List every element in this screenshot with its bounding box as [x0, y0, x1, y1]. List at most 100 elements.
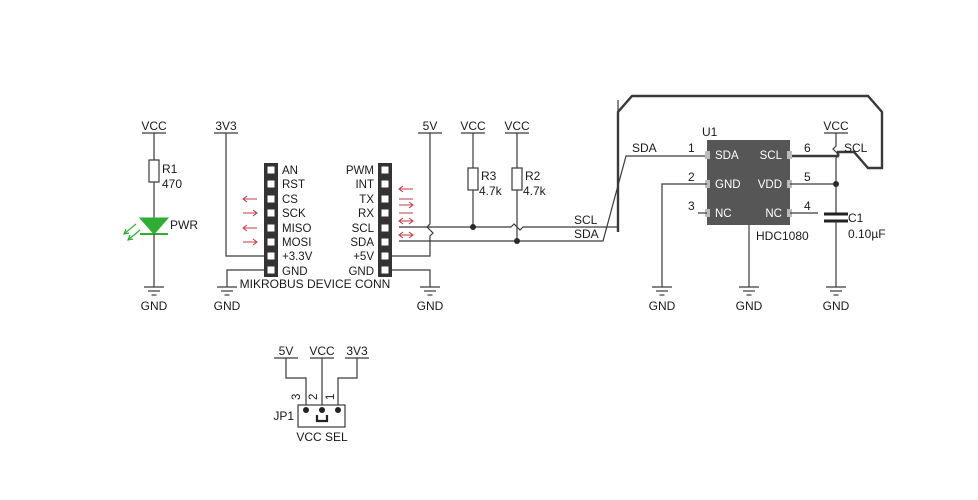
chip-pin-pad [705, 209, 710, 217]
gnd-label-pad: GND [736, 299, 763, 313]
led-label: PWR [170, 218, 198, 232]
direction-arrows-icon [242, 185, 414, 246]
chip-pin-nc-left: NC [715, 208, 732, 220]
header-pin-pad [267, 266, 275, 274]
pwr-led [123, 217, 170, 241]
jumper-jp1: 5V VCC 3V3 3 2 1 JP1 VCC SEL [273, 344, 369, 444]
3v3-label-jp: 3V3 [346, 344, 368, 358]
sda-net-label: SDA [574, 227, 599, 241]
led-power-section: VCC R1 470 PWR GND [123, 119, 198, 313]
r2-value: 4.7k [523, 184, 547, 198]
gnd-label-chip: GND [649, 299, 676, 313]
header-pin-pad [381, 180, 389, 188]
ground-icon [216, 286, 238, 296]
pin-gnd-right: GND [348, 266, 374, 278]
sda-chip-net-label: SDA [632, 141, 657, 155]
junction-dot [470, 224, 476, 230]
r3-ref: R3 [481, 169, 497, 183]
jumper-pad [319, 407, 325, 413]
sda-wire [399, 155, 707, 242]
chip-pin-nc-right: NC [765, 208, 782, 220]
chip-pin-pad [787, 209, 792, 217]
chip-pin-vdd: VDD [758, 179, 782, 191]
header-pin-pad [267, 180, 275, 188]
jp-pin-1: 1 [325, 394, 337, 400]
chip-pin-num-2: 2 [688, 170, 695, 184]
ground-icon [738, 286, 760, 296]
vcc-label-r2: VCC [504, 119, 530, 133]
jumper-bridge [315, 415, 329, 423]
pin-sda: SDA [350, 237, 374, 249]
gnd-label-bus-left: GND [214, 299, 241, 313]
header-pin-pad [381, 195, 389, 203]
pin-rst: RST [282, 179, 305, 191]
header-pin-pad [381, 266, 389, 274]
5v-label-bus: 5V [423, 119, 438, 133]
header-pin-pad [381, 209, 389, 217]
left-header-strip [264, 163, 278, 277]
pin-tx: TX [359, 194, 374, 206]
jp-title: VCC SEL [296, 430, 348, 444]
resistor-r1 [148, 159, 160, 183]
junction-dot [514, 238, 520, 244]
gnd-wire-right [392, 269, 431, 287]
chip-pin-pad [787, 151, 792, 159]
header-pin-pad [381, 224, 389, 232]
header-pin-pad [267, 209, 275, 217]
vcc-wire-chip [832, 133, 840, 214]
r1-value: 470 [162, 177, 182, 191]
jumper-pad [303, 407, 309, 413]
left-header-pads [267, 166, 275, 274]
vcc-label-r3: VCC [460, 119, 486, 133]
3v3-wire [225, 133, 264, 257]
pin-an: AN [282, 165, 298, 177]
resistor-r2 [511, 167, 523, 191]
wire [661, 183, 707, 287]
vdd-decoupling: VCC C1 0.10µF GND [790, 119, 886, 313]
header-pin-pad [267, 166, 275, 174]
c1-value: 0.10µF [848, 227, 886, 241]
vcc-label-led: VCC [141, 119, 167, 133]
ground-icon [825, 286, 847, 296]
r2-ref: R2 [525, 169, 541, 183]
led-triangle [138, 217, 170, 235]
led-rays-icon [123, 223, 141, 241]
chip-pin-num-3: 3 [688, 199, 695, 213]
wire [285, 358, 307, 405]
gnd-label-bus-right: GND [417, 299, 444, 313]
jp-pin-2: 2 [308, 394, 320, 400]
chip-pin-num-1: 1 [688, 141, 695, 155]
mikrobus-connector: 3V3 GND AN RST CS SCK MISO MOSI +3.3V GN… [214, 119, 444, 313]
pin-miso: MISO [282, 223, 311, 235]
chip-pin-gnd: GND [715, 179, 741, 191]
pin-mosi: MOSI [282, 237, 311, 249]
r1-ref: R1 [162, 162, 178, 176]
chip-pin-pad [705, 180, 710, 188]
header-pin-pad [267, 224, 275, 232]
vcc-label-chip: VCC [823, 119, 849, 133]
chip-ref: U1 [702, 125, 718, 139]
chip-part: HDC1080 [756, 229, 809, 243]
pin-gnd-left: GND [282, 266, 308, 278]
header-pin-pad [267, 195, 275, 203]
ground-icon [143, 286, 165, 296]
mikrobus-title: MIKROBUS DEVICE CONN [240, 277, 391, 291]
chip-pin-pad [705, 151, 710, 159]
pin-5v: +5V [353, 251, 374, 263]
jumper-pad [335, 407, 341, 413]
3v3-label-bus: 3V3 [215, 119, 237, 133]
r3-value: 4.7k [479, 184, 503, 198]
wire [337, 358, 358, 405]
chip-pin-num-5: 5 [804, 170, 811, 184]
chip-pin-sda: SDA [715, 150, 739, 162]
ground-icon [651, 286, 673, 296]
ground-icon [419, 286, 441, 296]
wire [473, 100, 619, 231]
header-pin-pad [381, 166, 389, 174]
gnd-label-led: GND [141, 299, 168, 313]
vcc-label-jp: VCC [309, 344, 335, 358]
pin-scl: SCL [352, 223, 375, 235]
gnd-wire-left [226, 269, 264, 287]
jp-ref: JP1 [273, 409, 294, 423]
